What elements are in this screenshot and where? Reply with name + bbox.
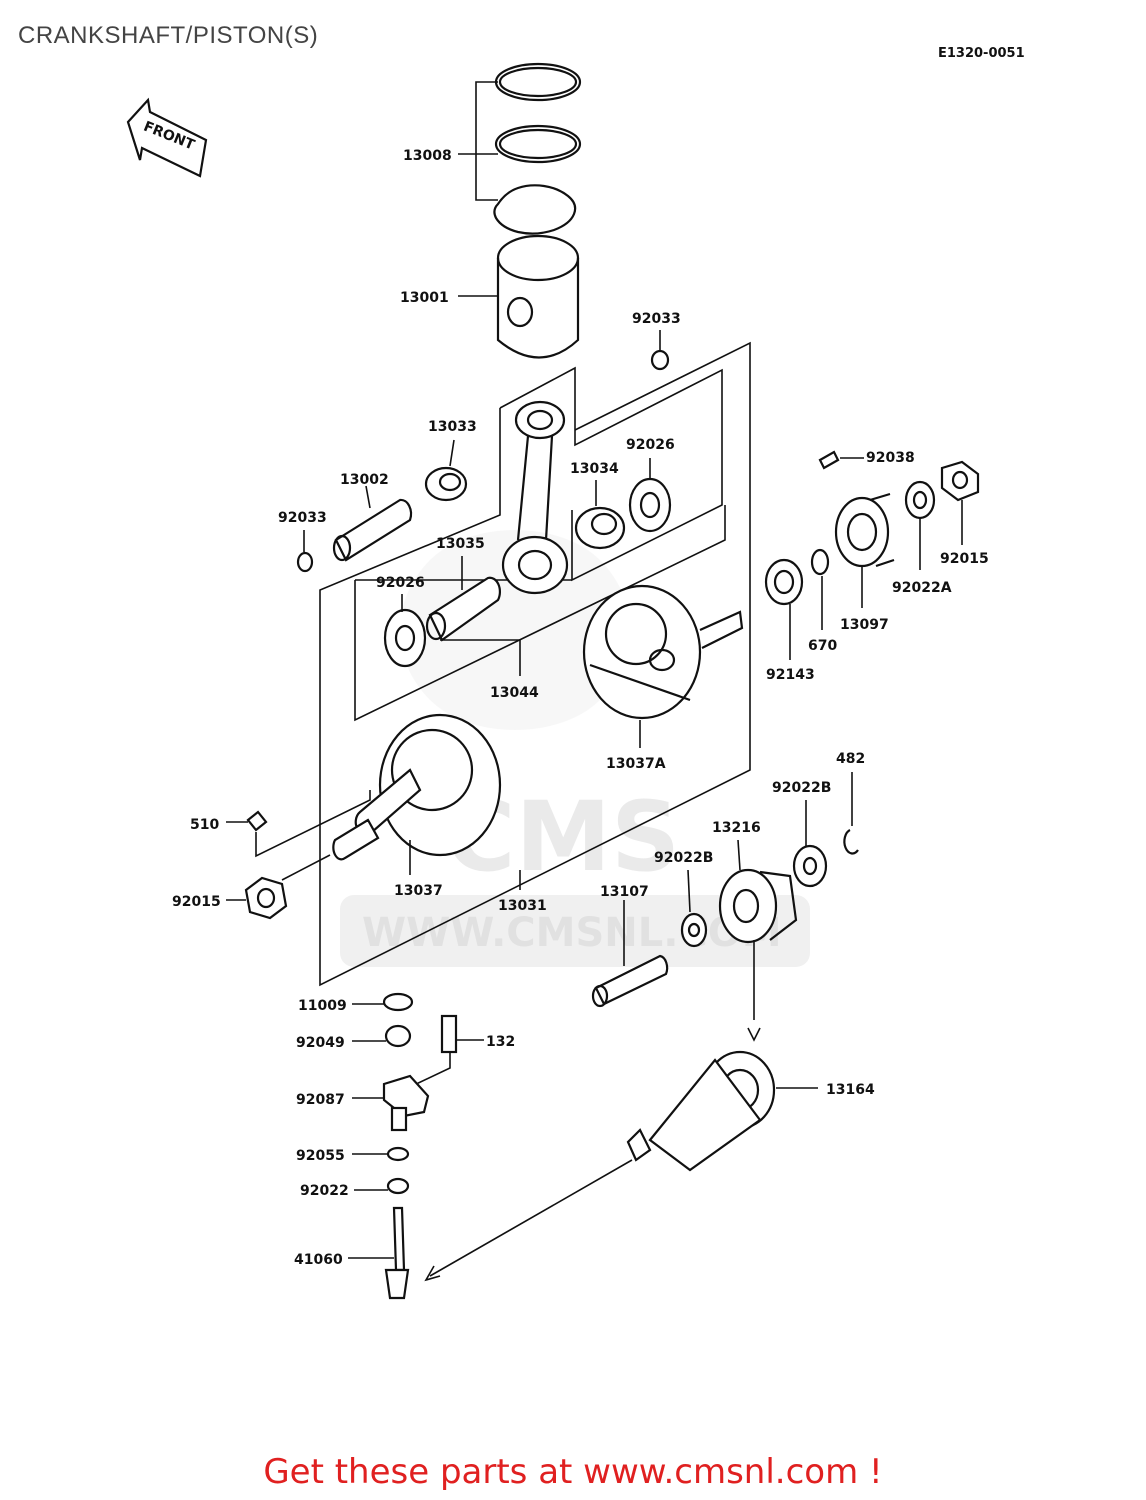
main-bearing xyxy=(764,548,830,660)
oil-pump-parts xyxy=(348,992,484,1300)
washer-92026-left xyxy=(383,594,427,668)
label-132: 132 xyxy=(486,1034,515,1050)
piston-pin xyxy=(332,485,413,562)
label-92015-left: 92015 xyxy=(172,894,221,910)
flywheel-left xyxy=(332,713,502,875)
label-13031: 13031 xyxy=(498,898,547,914)
label-13008: 13008 xyxy=(403,148,452,164)
small-end-bearing xyxy=(424,439,468,502)
balancer-shaft xyxy=(424,1050,818,1282)
piston-rings xyxy=(458,62,582,235)
label-13035: 13035 xyxy=(436,536,485,552)
label-13164: 13164 xyxy=(826,1082,875,1098)
front-arrow: FRONT xyxy=(126,97,208,178)
key-92038 xyxy=(818,450,864,470)
label-92015-right: 92015 xyxy=(940,551,989,567)
big-end-bearing xyxy=(574,458,672,550)
parts-diagram: CMS WWW.CMSNL.COM FRONT xyxy=(126,62,989,1300)
label-13107: 13107 xyxy=(600,884,649,900)
watermark-url: WWW.CMSNL.COM xyxy=(362,910,782,956)
label-13034: 13034 xyxy=(570,461,619,477)
part-labels: 13008 13001 92033 13033 92026 13002 1303… xyxy=(172,148,989,1268)
label-41060: 41060 xyxy=(294,1252,343,1268)
label-92087: 92087 xyxy=(296,1092,345,1108)
lead-13044 xyxy=(440,639,521,676)
label-482: 482 xyxy=(836,751,865,767)
page-title: CRANKSHAFT/PISTON(S) xyxy=(18,22,319,49)
piston-pin-clips xyxy=(296,330,670,573)
label-92026-top: 92026 xyxy=(626,437,675,453)
assembly-arrow xyxy=(747,940,761,1042)
idler-shaft xyxy=(591,900,669,1008)
label-13216: 13216 xyxy=(712,820,761,836)
conrod-box xyxy=(319,341,751,987)
label-92033-top: 92033 xyxy=(632,311,681,327)
piston xyxy=(458,234,580,359)
idler-gear-set xyxy=(680,772,859,948)
right-nut-washer xyxy=(904,460,980,570)
label-92022: 92022 xyxy=(300,1183,349,1199)
label-92055: 92055 xyxy=(296,1148,345,1164)
label-13002: 13002 xyxy=(340,472,389,488)
label-92143: 92143 xyxy=(766,667,815,683)
label-13037: 13037 xyxy=(394,883,443,899)
label-13001: 13001 xyxy=(400,290,449,306)
connecting-rod xyxy=(501,400,569,595)
label-11009: 11009 xyxy=(298,998,347,1014)
label-92022A: 92022A xyxy=(892,580,952,596)
label-92022B-mid: 92022B xyxy=(654,850,713,866)
crank-pin xyxy=(425,556,502,642)
diagram-code: E1320-0051 xyxy=(938,46,1025,61)
left-nut xyxy=(226,854,331,920)
label-510: 510 xyxy=(190,817,219,833)
label-13037A: 13037A xyxy=(606,756,666,772)
label-92022B-top: 92022B xyxy=(772,780,831,796)
label-670: 670 xyxy=(808,638,837,654)
label-92033-left: 92033 xyxy=(278,510,327,526)
label-92038: 92038 xyxy=(866,450,915,466)
crank-gear xyxy=(834,492,895,608)
front-label: FRONT xyxy=(141,119,197,154)
key-510 xyxy=(226,790,371,858)
label-92026-left: 92026 xyxy=(376,575,425,591)
label-13033: 13033 xyxy=(428,419,477,435)
flywheel-right xyxy=(582,584,744,748)
label-13097: 13097 xyxy=(840,617,889,633)
get-parts-link[interactable]: Get these parts at www.cmsnl.com ! xyxy=(263,1452,883,1492)
label-92049: 92049 xyxy=(296,1035,345,1051)
label-13044: 13044 xyxy=(490,685,539,701)
